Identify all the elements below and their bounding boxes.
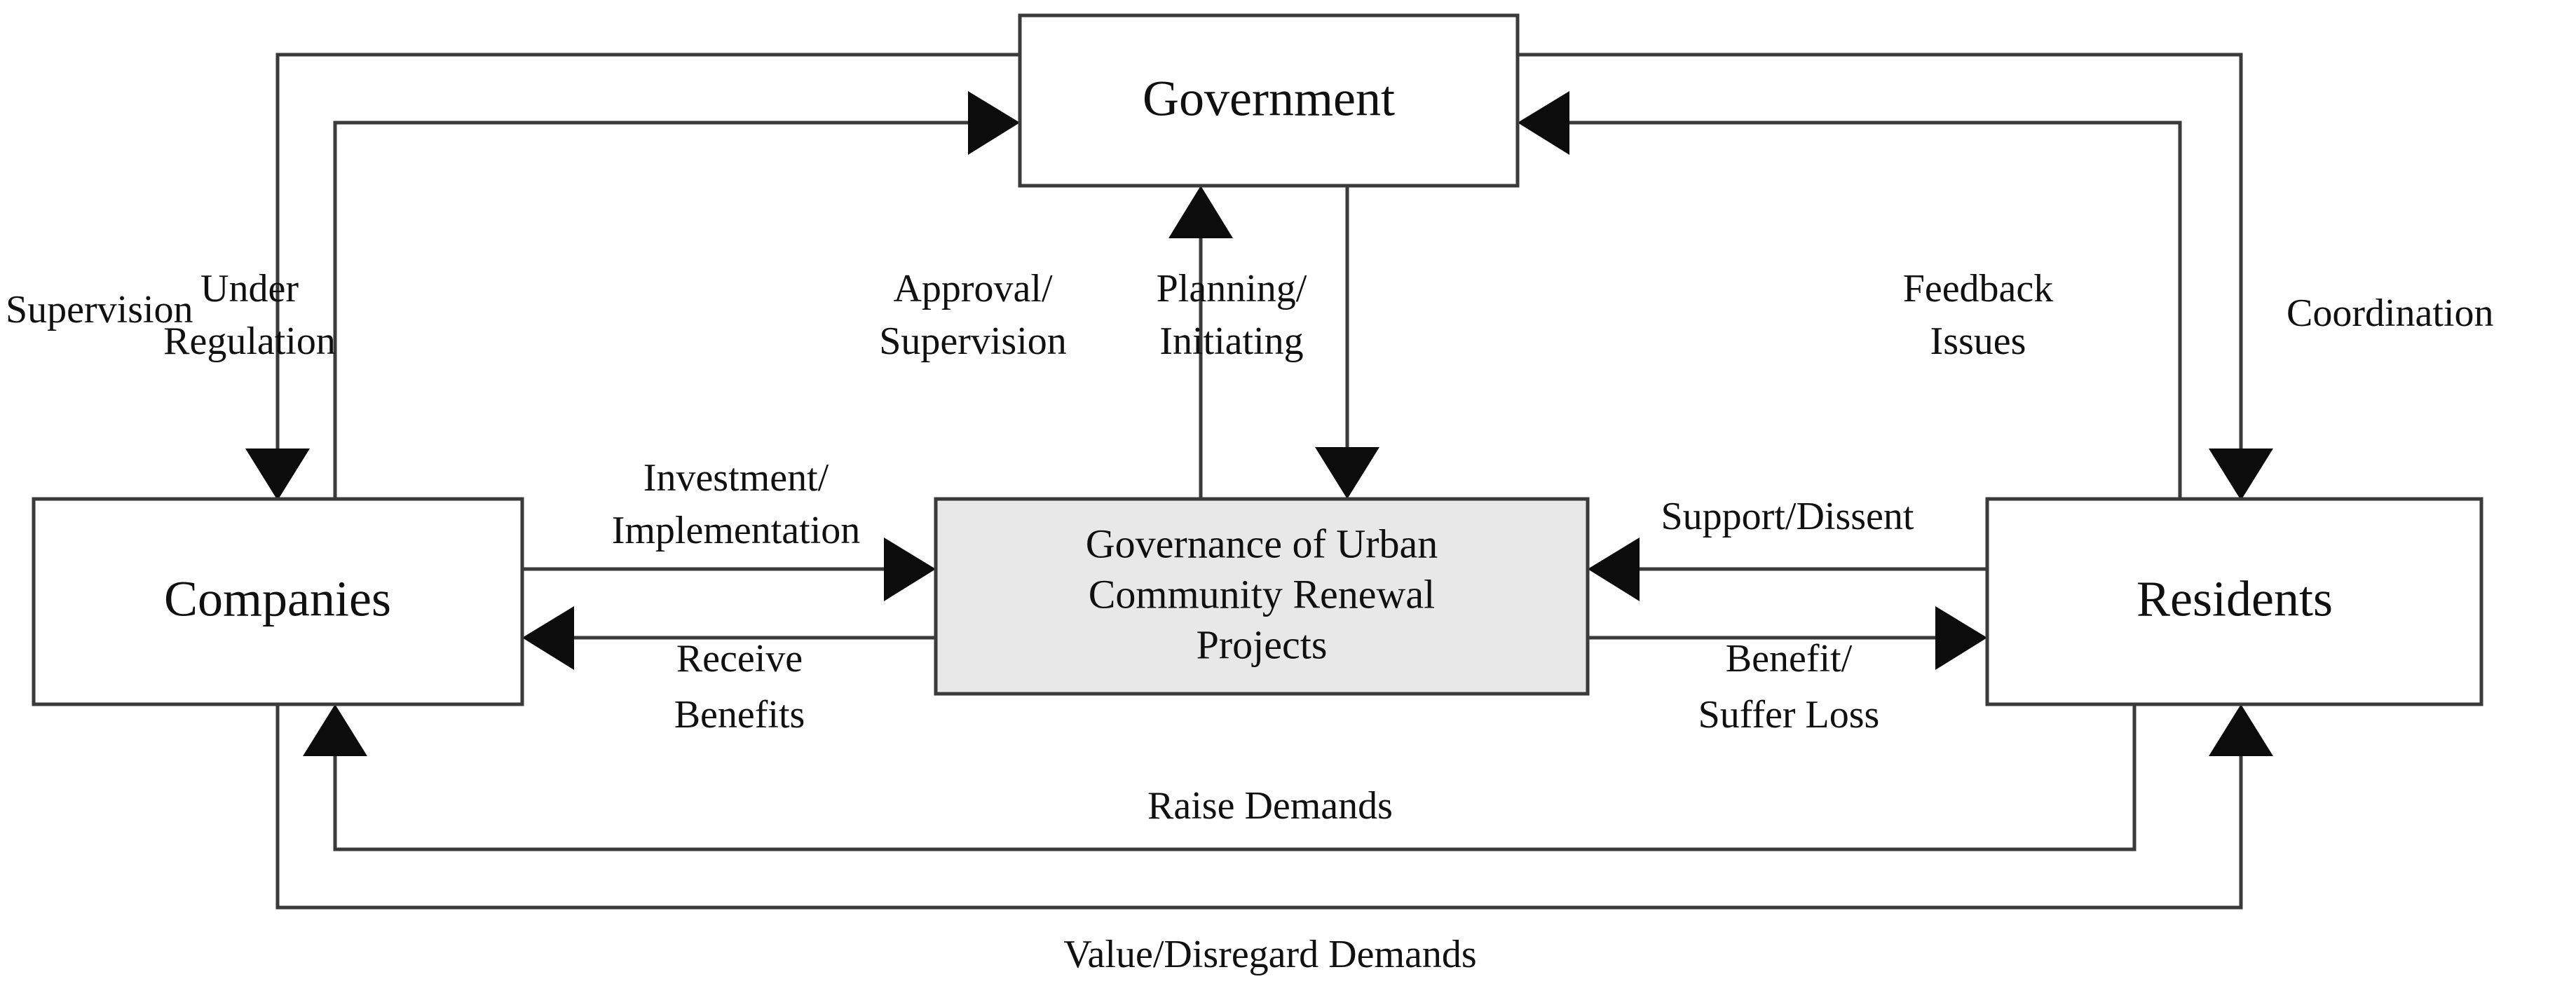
edge-raise-demands: [303, 704, 2137, 851]
edge-supervision: [245, 53, 1020, 500]
node-companies-box[interactable]: [32, 497, 524, 706]
edge-label-value-disregard-demands: Value/Disregard Demands: [1063, 933, 1476, 976]
edge-raise-demands-line: [333, 704, 2137, 851]
edge-value-disregard-demands-line: [275, 704, 2243, 910]
node-companies-label: Companies: [164, 571, 391, 627]
edge-benefit-suffer-loss-arrowhead-icon: [1935, 606, 1987, 670]
edge-planning-initiating-arrowhead-icon: [1315, 447, 1379, 499]
node-government[interactable]: Government: [1018, 13, 1520, 188]
edge-investment-implementation: [522, 537, 936, 601]
node-center-label-line1: Governance of Urban: [1086, 521, 1438, 566]
edge-value-disregard-demands: [275, 704, 2273, 910]
node-government-label: Government: [1143, 71, 1395, 127]
edge-approval-supervision-arrowhead-icon: [1168, 186, 1233, 238]
node-residents-label: Residents: [2137, 571, 2333, 627]
edge-coordination: [1518, 53, 2273, 500]
edge-label-raise-demands: Raise Demands: [1147, 784, 1393, 828]
edge-feedback-issues-line: [1547, 121, 2182, 499]
edge-feedback-issues-arrowhead-icon: [1518, 91, 1569, 155]
edge-label-coordination: Coordination: [2287, 292, 2494, 335]
edge-benefit-suffer-loss: [1588, 606, 1987, 670]
edge-label-receive-benefits-line1: Receive: [676, 637, 803, 680]
edge-value-disregard-demands-arrowhead-icon: [2209, 704, 2273, 756]
node-center-governance[interactable]: Governance of Urban Community Renewal Pr…: [934, 497, 1590, 696]
edge-label-planning-initiating-line2: Initiating: [1159, 320, 1303, 363]
edge-label-supervision: Supervision: [6, 288, 193, 331]
edge-supervision-line: [275, 53, 1020, 471]
edge-under-regulation-arrowhead-icon: [968, 91, 1020, 155]
node-residents-box[interactable]: [1985, 497, 2483, 706]
edge-investment-implementation-arrowhead-icon: [884, 537, 936, 601]
edge-coordination-arrowhead-icon: [2209, 448, 2273, 500]
edge-support-dissent: [1588, 537, 1987, 601]
edge-receive-benefits: [522, 606, 936, 670]
edge-label-approval-supervision-line2: Supervision: [879, 320, 1067, 363]
edge-label-planning-initiating-line1: Planning/: [1157, 267, 1307, 310]
node-companies[interactable]: Companies: [32, 497, 524, 706]
node-center-label-line2: Community Renewal: [1089, 571, 1436, 617]
edge-planning-initiating: [1315, 186, 1379, 499]
edge-under-regulation: [333, 91, 1020, 499]
node-center-label-line3: Projects: [1197, 622, 1328, 667]
node-center-box[interactable]: [934, 497, 1590, 696]
edge-under-regulation-line: [333, 121, 990, 499]
edge-label-under-regulation-line2: Regulation: [163, 320, 336, 363]
edge-label-investment-implementation-line1: Investment/: [643, 456, 829, 500]
edge-label-benefit-suffer-loss-line1: Benefit/: [1726, 637, 1853, 680]
edge-label-support-dissent: Support/Dissent: [1661, 495, 1914, 538]
edge-label-approval-supervision-line1: Approval/: [893, 267, 1053, 310]
edge-label-feedback-issues-line2: Issues: [1930, 320, 2026, 363]
edge-receive-benefits-arrowhead-icon: [522, 606, 574, 670]
edge-label-receive-benefits-line2: Benefits: [674, 693, 805, 737]
node-residents[interactable]: Residents: [1985, 497, 2483, 706]
edge-label-investment-implementation-line2: Implementation: [612, 509, 861, 552]
edge-label-under-regulation-line1: Under: [200, 267, 299, 310]
edge-label-benefit-suffer-loss-line2: Suffer Loss: [1698, 693, 1880, 737]
edge-coordination-line: [1518, 53, 2243, 471]
edge-supervision-arrowhead-icon: [245, 448, 310, 500]
edge-label-feedback-issues-line1: Feedback: [1903, 267, 2054, 310]
edge-raise-demands-arrowhead-icon: [303, 704, 367, 756]
edge-approval-supervision: [1168, 186, 1233, 499]
edge-support-dissent-arrowhead-icon: [1588, 537, 1640, 601]
node-government-box[interactable]: [1018, 13, 1520, 188]
edge-feedback-issues: [1518, 91, 2182, 499]
